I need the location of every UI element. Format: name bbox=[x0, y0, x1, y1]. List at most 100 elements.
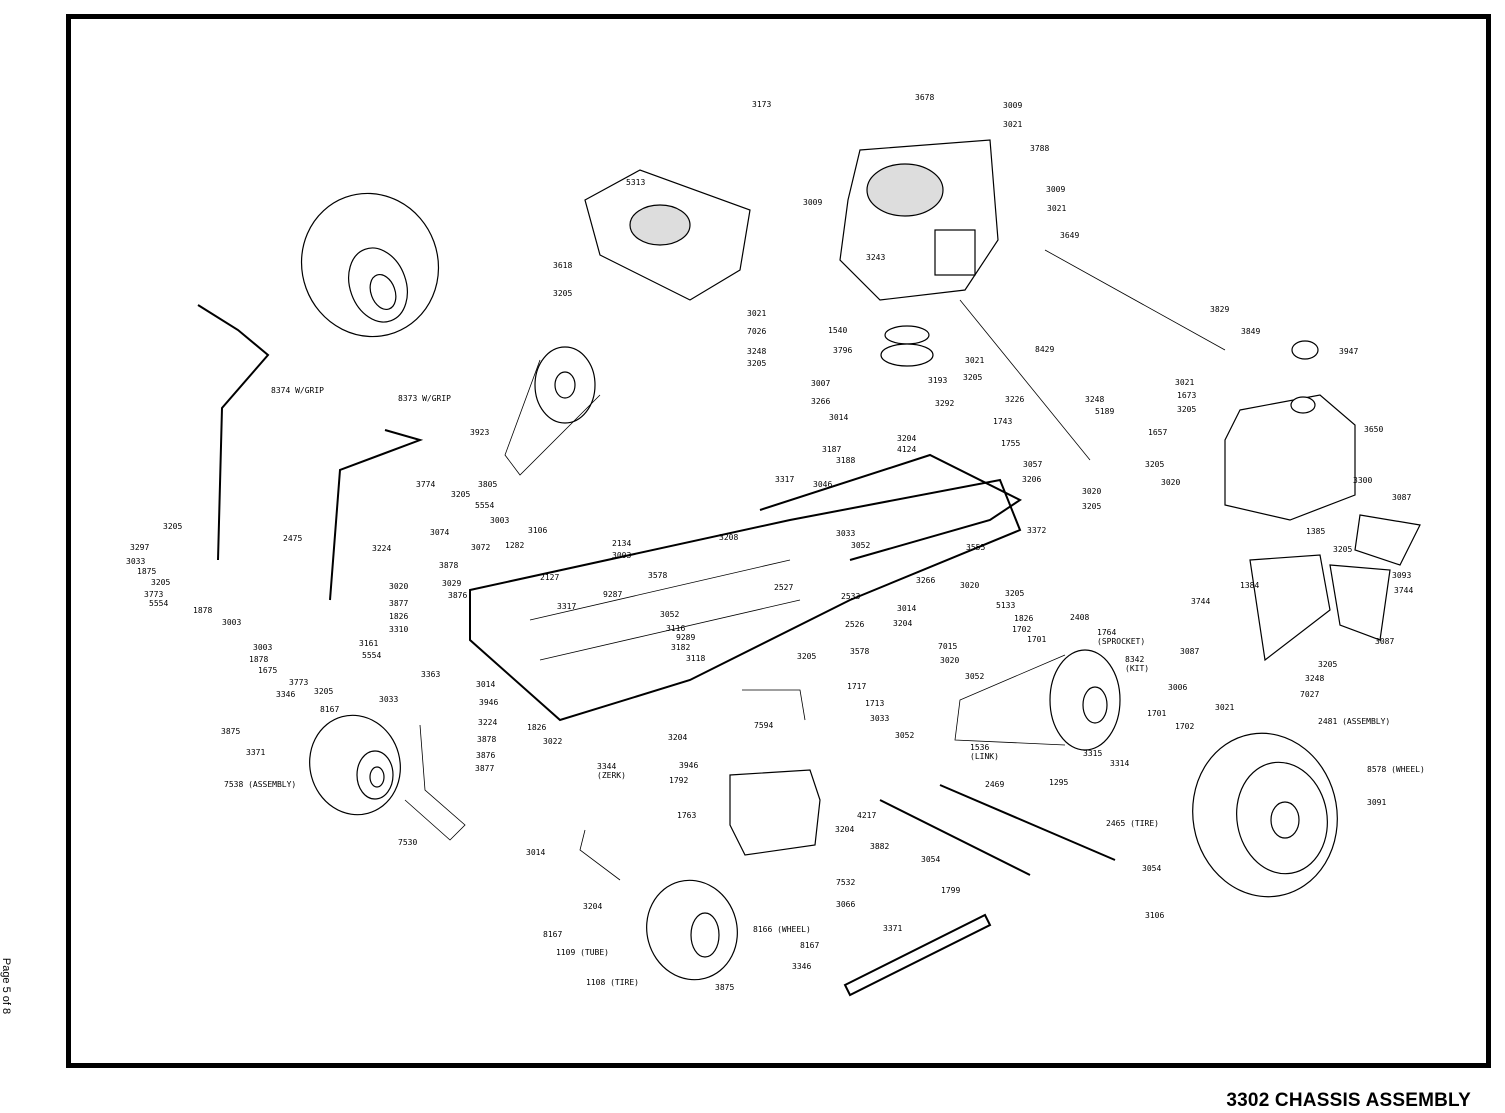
part-callout: 3020 bbox=[940, 656, 959, 665]
rear-right-wheel bbox=[1192, 732, 1338, 898]
engine bbox=[839, 139, 999, 301]
part-callout: 5313 bbox=[626, 178, 645, 187]
part-callout: 3052 bbox=[660, 610, 679, 619]
part-callout: 3033 bbox=[379, 695, 398, 704]
part-callout: 2526 bbox=[845, 620, 864, 629]
left-sprocket-and-chain bbox=[504, 346, 601, 476]
part-callout: 3224 bbox=[478, 718, 497, 727]
part-callout: 3578 bbox=[648, 571, 667, 580]
part-callout: 3029 bbox=[442, 579, 461, 588]
part-callout: 2481 (ASSEMBLY) bbox=[1318, 717, 1390, 726]
part-callout: 4217 bbox=[857, 811, 876, 820]
part-callout: 3204 bbox=[893, 619, 912, 628]
handle-bars bbox=[197, 304, 424, 601]
part-callout: 3578 bbox=[850, 647, 869, 656]
part-callout: 4124 bbox=[897, 445, 916, 454]
part-callout: 3187 bbox=[822, 445, 841, 454]
part-callout: 3317 bbox=[775, 475, 794, 484]
part-callout: 3315 bbox=[1083, 749, 1102, 758]
brackets-right bbox=[1249, 514, 1421, 662]
part-callout: 3009 bbox=[803, 198, 822, 207]
drive-belt bbox=[843, 913, 992, 997]
part-callout: 3877 bbox=[389, 599, 408, 608]
part-callout: 3371 bbox=[246, 748, 265, 757]
part-callout: 1385 bbox=[1306, 527, 1325, 536]
part-callout: 3116 bbox=[666, 624, 685, 633]
part-callout: 3773 bbox=[144, 590, 163, 599]
part-callout: 3205 bbox=[151, 578, 170, 587]
part-callout: 3224 bbox=[372, 544, 391, 553]
part-callout: 3033 bbox=[870, 714, 889, 723]
part-callout: 3009 bbox=[1003, 101, 1022, 110]
part-callout: 3243 bbox=[866, 253, 885, 262]
part-callout: 8342(KIT) bbox=[1125, 655, 1149, 673]
part-callout: 3021 bbox=[1047, 204, 1066, 213]
part-callout: 1792 bbox=[669, 776, 688, 785]
part-callout: 3007 bbox=[811, 379, 830, 388]
part-callout: 1799 bbox=[941, 886, 960, 895]
part-callout: 3087 bbox=[1180, 647, 1199, 656]
page-number-label: Page 5 of 8 bbox=[0, 957, 13, 1015]
front-right-wheel bbox=[646, 879, 738, 981]
part-callout: 3774 bbox=[416, 480, 435, 489]
part-callout: 1673 bbox=[1177, 391, 1196, 400]
part-callout: 5554 bbox=[362, 651, 381, 660]
part-callout: 1717 bbox=[847, 682, 866, 691]
part-callout: 7538 (ASSEMBLY) bbox=[224, 780, 296, 789]
part-callout: 2465 (TIRE) bbox=[1106, 819, 1159, 828]
part-callout: 3876 bbox=[476, 751, 495, 760]
part-callout: 3205 bbox=[1333, 545, 1352, 554]
part-callout: 3650 bbox=[1364, 425, 1383, 434]
part-callout: 3618 bbox=[553, 261, 572, 270]
part-callout: 3372 bbox=[1027, 526, 1046, 535]
part-callout: 1701 bbox=[1027, 635, 1046, 644]
part-callout: 3947 bbox=[1339, 347, 1358, 356]
part-callout: 3072 bbox=[471, 543, 490, 552]
part-callout: 3346 bbox=[276, 690, 295, 699]
part-callout: 3087 bbox=[1375, 637, 1394, 646]
part-callout: 2127 bbox=[540, 573, 559, 582]
part-callout: 1878 bbox=[249, 655, 268, 664]
part-callout: 3649 bbox=[1060, 231, 1079, 240]
part-callout: 1743 bbox=[993, 417, 1012, 426]
part-callout: 1675 bbox=[258, 666, 277, 675]
part-callout: 3020 bbox=[1082, 487, 1101, 496]
part-callout: 3003 bbox=[222, 618, 241, 627]
part-callout: 3205 bbox=[963, 373, 982, 382]
part-callout: 3310 bbox=[389, 625, 408, 634]
part-callout: 2134 bbox=[612, 539, 631, 548]
part-callout: 3052 bbox=[965, 672, 984, 681]
part-callout: 3020 bbox=[1161, 478, 1180, 487]
front-axle-assembly bbox=[404, 724, 1116, 881]
part-callout: 3046 bbox=[813, 480, 832, 489]
part-callout: 1713 bbox=[865, 699, 884, 708]
part-callout: 3205 bbox=[451, 490, 470, 499]
part-callout: 3829 bbox=[1210, 305, 1229, 314]
part-callout: 3091 bbox=[1367, 798, 1386, 807]
part-callout: 1108 (TIRE) bbox=[586, 978, 639, 987]
part-callout: 1875 bbox=[137, 567, 156, 576]
part-callout: 3773 bbox=[289, 678, 308, 687]
battery bbox=[729, 689, 821, 856]
part-callout: 3878 bbox=[477, 735, 496, 744]
part-callout: 3923 bbox=[470, 428, 489, 437]
part-callout: 1109 (TUBE) bbox=[556, 948, 609, 957]
part-callout: 2533 bbox=[841, 592, 860, 601]
part-callout: 7015 bbox=[938, 642, 957, 651]
part-callout: 3021 bbox=[1003, 120, 1022, 129]
part-callout: 3205 bbox=[314, 687, 333, 696]
part-callout: 3946 bbox=[479, 698, 498, 707]
part-callout: 3300 bbox=[1353, 476, 1372, 485]
part-callout: 3003 bbox=[253, 643, 272, 652]
part-callout: 3266 bbox=[916, 576, 935, 585]
part-callout: 3205 bbox=[797, 652, 816, 661]
long-rod bbox=[959, 249, 1226, 461]
part-callout: 5554 bbox=[475, 501, 494, 510]
part-callout: 1384 bbox=[1240, 581, 1259, 590]
part-callout: 3106 bbox=[1145, 911, 1164, 920]
part-callout: 3014 bbox=[897, 604, 916, 613]
part-callout: 1536(LINK) bbox=[970, 743, 999, 761]
part-callout: 3266 bbox=[811, 397, 830, 406]
part-callout: 3555 bbox=[966, 543, 985, 552]
part-callout: 3204 bbox=[835, 825, 854, 834]
